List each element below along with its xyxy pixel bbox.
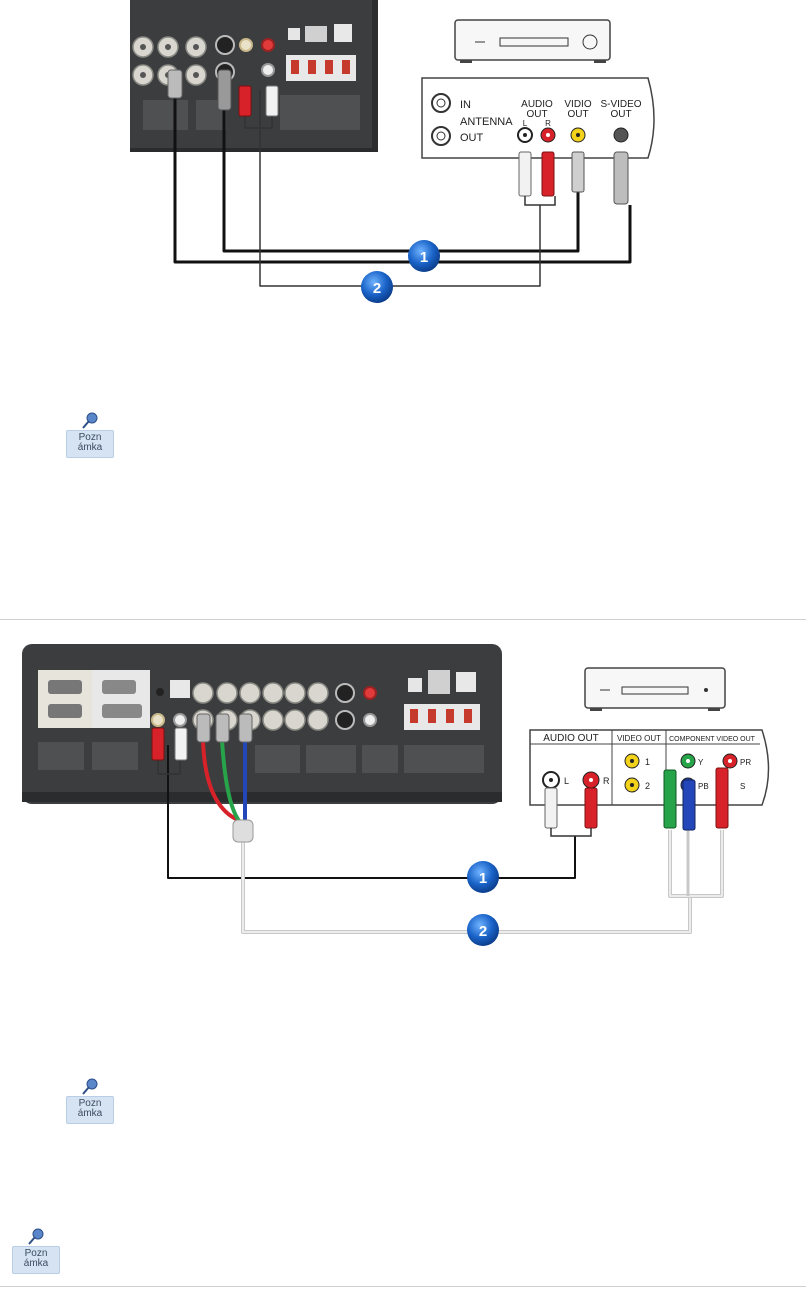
svg-text:S-VIDEO: S-VIDEO [600, 99, 641, 110]
svg-text:VIDIO: VIDIO [564, 99, 591, 110]
svg-text:AUDIO: AUDIO [521, 99, 553, 110]
dvd-device [584, 667, 726, 711]
bottom-divider [0, 1286, 806, 1287]
pushpin-icon [82, 1078, 98, 1095]
svg-text:OUT: OUT [526, 109, 547, 120]
svg-text:2: 2 [373, 280, 381, 297]
cable-badge-1b: 1 [467, 861, 499, 893]
svg-text:1: 1 [420, 249, 428, 266]
svg-text:1: 1 [645, 757, 650, 767]
svg-text:AUDIO OUT: AUDIO OUT [543, 733, 599, 744]
svg-text:OUT: OUT [460, 132, 484, 144]
tv-rear-panel-2 [22, 644, 502, 804]
svg-text:VIDEO OUT: VIDEO OUT [617, 734, 661, 743]
svg-text:R: R [545, 119, 551, 128]
pushpin-icon [28, 1228, 44, 1245]
svg-text:Y: Y [698, 758, 704, 767]
svg-text:ANTENNA: ANTENNA [460, 116, 513, 128]
svg-text:PR: PR [740, 758, 751, 767]
svg-text:IN: IN [460, 99, 471, 111]
cable-badge-2: 2 [361, 271, 393, 303]
svg-text:OUT: OUT [567, 109, 588, 120]
svg-text:COMPONENT VIDEO OUT: COMPONENT VIDEO OUT [669, 736, 756, 743]
svg-text:L: L [523, 119, 528, 128]
connection-diagram-2: AUDIO OUT VIDEO OUT COMPONENT VIDEO OUT … [22, 644, 770, 946]
cable-badge-1: 1 [408, 240, 440, 272]
tv-rear-panel [130, 0, 378, 152]
svg-text:2: 2 [645, 781, 650, 791]
svg-text:S: S [740, 782, 745, 791]
pushpin-icon [82, 412, 98, 429]
connection-diagram-1: IN ANTENNA OUT AUDIO OUT L R VIDIO OUT S… [130, 0, 655, 303]
svg-text:L: L [564, 776, 569, 786]
svg-text:PB: PB [698, 782, 709, 791]
svg-text:2: 2 [479, 923, 487, 940]
vcr-device [454, 19, 611, 63]
device-output-panel: IN ANTENNA OUT AUDIO OUT L R VIDIO OUT S… [421, 77, 655, 159]
svg-text:R: R [603, 776, 610, 786]
section-divider [0, 619, 806, 620]
device-output-panel-2: AUDIO OUT VIDEO OUT COMPONENT VIDEO OUT … [529, 729, 770, 806]
svg-text:OUT: OUT [610, 109, 631, 120]
svg-text:1: 1 [479, 870, 487, 887]
cable-badge-2b: 2 [467, 914, 499, 946]
